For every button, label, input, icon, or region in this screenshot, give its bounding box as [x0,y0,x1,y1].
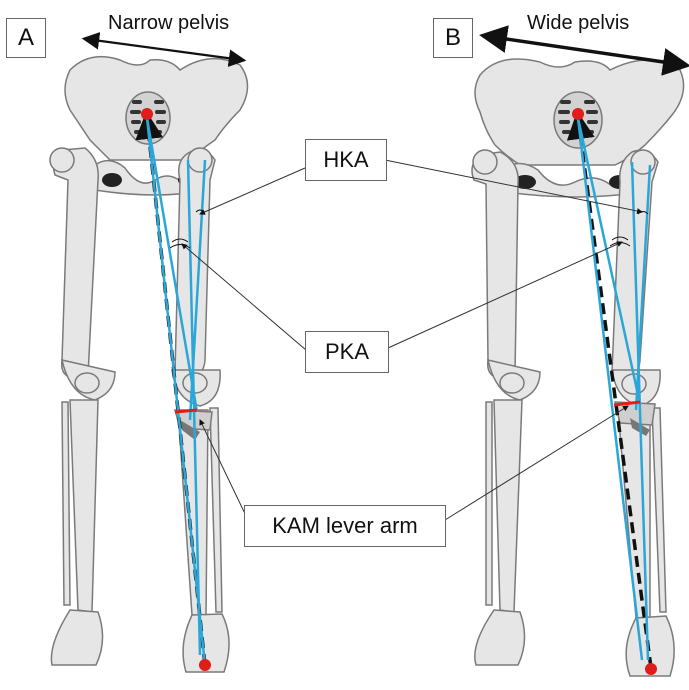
panel-letter-b: B [433,18,473,58]
femur-left-a [54,148,99,378]
panel-title-a: Narrow pelvis [108,12,229,35]
hip-center-a [141,108,153,120]
tibia-left-a [70,400,98,612]
panel-letter-a: A [6,18,46,58]
pka-label: PKA [305,331,389,373]
panel-title-b: Wide pelvis [527,12,629,35]
ankle-center-b [645,663,657,675]
tibia-left-b [494,400,522,612]
hip-center-b [572,108,584,120]
kam-lever-arm-label: KAM lever arm [244,505,446,547]
hka-label: HKA [305,139,387,181]
foot-left-b [475,610,525,665]
leader-lines [182,160,642,520]
foot-left-a [51,610,102,665]
ankle-center-a [199,659,211,671]
skeleton-wide-pelvis [472,59,684,676]
kam-lever-arm-a [175,410,197,412]
